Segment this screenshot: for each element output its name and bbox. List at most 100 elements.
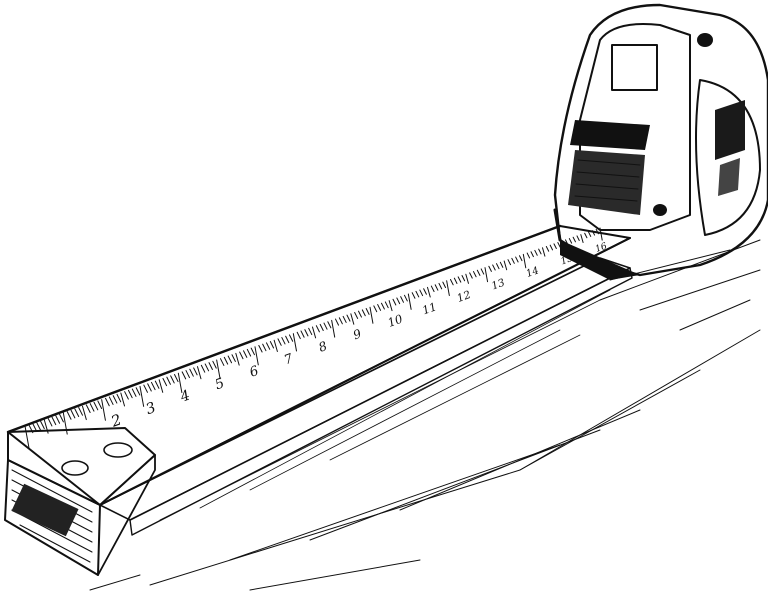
tape-tick xyxy=(285,335,290,344)
tape-tick xyxy=(534,249,538,256)
tape-tick xyxy=(476,269,481,276)
tape-tick xyxy=(350,313,355,325)
tape-tick xyxy=(170,375,175,384)
tape-tick xyxy=(453,277,458,284)
tape-tick xyxy=(208,362,213,370)
tape-number: 10 xyxy=(386,311,405,329)
tape-tick xyxy=(166,376,171,385)
tape-tick xyxy=(557,242,561,248)
tape-tick xyxy=(312,326,317,339)
tape-tick xyxy=(572,236,576,243)
tape-tick xyxy=(116,393,122,403)
tape-tick xyxy=(143,384,148,393)
tape-tick xyxy=(369,306,374,324)
tape-tick xyxy=(108,396,114,405)
tape-tick xyxy=(139,385,145,407)
tape-tick xyxy=(277,338,282,346)
tape-tick xyxy=(308,327,313,336)
tape-number: 8 xyxy=(316,338,329,355)
tape-tick xyxy=(231,354,236,362)
tape-tick xyxy=(269,341,275,349)
tape-tick xyxy=(162,377,168,387)
tape-tick xyxy=(70,409,76,419)
tape-tick xyxy=(78,407,83,416)
tape-tick xyxy=(438,282,443,290)
tape-tick xyxy=(442,281,447,289)
tape-tick xyxy=(227,355,233,364)
tape-tick xyxy=(24,425,30,449)
tape-number: 7 xyxy=(282,351,296,368)
tape-tick xyxy=(89,403,95,412)
tape-tick xyxy=(430,285,435,293)
tape-tick xyxy=(392,298,397,306)
tape-tick xyxy=(223,356,229,365)
tape-blade-side xyxy=(99,257,633,536)
tape-tick xyxy=(434,284,439,291)
tape-tick xyxy=(400,296,404,303)
tape-tick xyxy=(177,372,183,394)
rivet xyxy=(103,442,133,458)
tape-tick xyxy=(51,416,57,426)
tape-tick xyxy=(128,389,133,399)
tape-tick xyxy=(549,244,554,251)
tape-tick xyxy=(120,392,126,407)
tape-tick xyxy=(112,395,118,404)
tape-number: 6 xyxy=(248,364,262,381)
tape-tick xyxy=(492,264,496,271)
tape-tick xyxy=(576,235,580,241)
tape-tick xyxy=(384,301,389,309)
tape-tick xyxy=(496,263,500,270)
housing-screw xyxy=(653,204,667,216)
housing-screw xyxy=(697,33,713,47)
tape-number: 3 xyxy=(144,399,159,418)
tape-tick xyxy=(254,346,259,366)
tape-tick xyxy=(473,271,477,278)
tape-tick xyxy=(327,321,332,329)
tape-tick xyxy=(354,311,359,319)
tape-tick xyxy=(342,315,347,323)
tape-tick xyxy=(595,228,599,235)
tape-tick xyxy=(39,420,45,430)
tape-tick xyxy=(580,234,584,244)
tape-tick xyxy=(212,360,217,369)
tape-tick xyxy=(415,290,420,298)
tape-tick xyxy=(335,318,340,326)
tape-tick xyxy=(407,293,412,310)
tape-tick xyxy=(181,371,187,380)
tape-tick xyxy=(338,317,343,325)
tape-tick xyxy=(568,238,573,244)
tape-tick xyxy=(526,252,531,259)
tape-tick xyxy=(189,368,194,377)
tape-number: 4 xyxy=(177,388,192,406)
tape-tick xyxy=(358,310,362,318)
tape-tick xyxy=(423,288,427,295)
tape-tick xyxy=(124,391,129,400)
tape-tick xyxy=(373,305,378,313)
tape-tick xyxy=(204,363,210,372)
tape-tick xyxy=(220,358,225,366)
tape-tick xyxy=(185,370,190,379)
tape-tick xyxy=(200,364,206,373)
tape-tick xyxy=(419,289,424,297)
tape-tick xyxy=(365,308,370,315)
tape-tick xyxy=(480,268,485,275)
tape-tick xyxy=(488,265,492,272)
tape-tick xyxy=(499,261,504,268)
tape-number: 9 xyxy=(351,326,363,342)
tape-tick xyxy=(315,325,320,333)
rivet xyxy=(61,460,89,476)
tape-tick xyxy=(457,276,462,283)
tape-tick xyxy=(154,380,160,389)
tape-tick xyxy=(55,414,61,424)
tape-tick xyxy=(258,344,263,353)
tape-tick xyxy=(131,388,137,397)
tape-tick xyxy=(147,383,152,392)
tape-tick xyxy=(584,232,588,239)
tape-tick xyxy=(47,417,53,427)
tape-number: 11 xyxy=(421,300,439,317)
tape-number: 13 xyxy=(490,276,507,292)
tape-tick xyxy=(158,379,164,393)
tape-tick xyxy=(289,334,294,342)
